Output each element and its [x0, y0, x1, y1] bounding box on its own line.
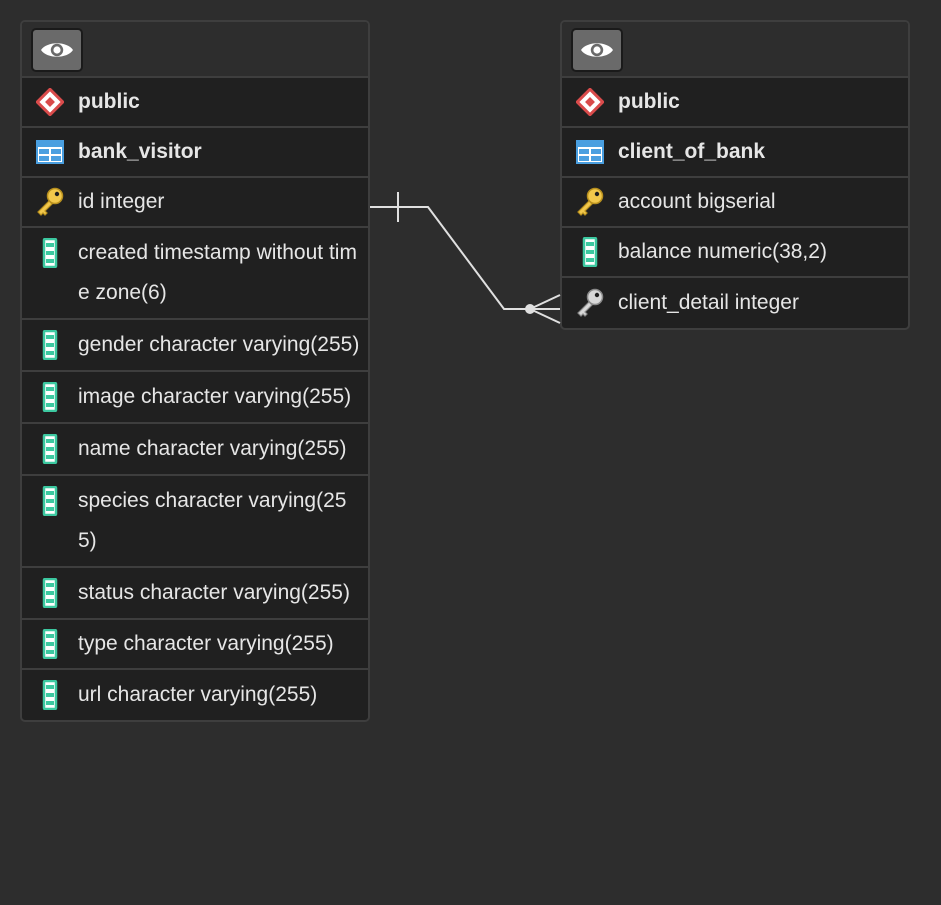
schema-name: public — [618, 90, 680, 113]
table-header-bar — [22, 22, 368, 78]
column-row[interactable]: gender character varying(255) — [22, 320, 368, 372]
column-name: name character varying(255) — [78, 437, 347, 460]
schema-name: public — [78, 90, 140, 113]
column-row[interactable]: type character varying(255) — [22, 620, 368, 670]
column-row[interactable]: created timestamp without time zone(6) — [22, 228, 368, 320]
column-row[interactable]: balance numeric(38,2) — [562, 228, 908, 278]
column-name: status character varying(255) — [78, 581, 350, 604]
table-bank-visitor[interactable]: public bank_visitor id integer — [20, 20, 370, 722]
column-icon — [22, 429, 78, 469]
column-row[interactable]: name character varying(255) — [22, 424, 368, 476]
schema-icon — [562, 77, 618, 127]
column-icon — [22, 377, 78, 417]
table-header-bar — [562, 22, 908, 78]
column-icon — [22, 233, 78, 273]
column-name: species character varying(255) — [78, 489, 347, 552]
column-icon — [22, 619, 78, 669]
relationship-line — [370, 206, 560, 310]
table-name: client_of_bank — [618, 140, 766, 163]
column-row[interactable]: id integer — [22, 178, 368, 228]
primary-key-icon — [562, 177, 618, 227]
column-name: created timestamp without time zone(6) — [78, 241, 357, 304]
column-name: image character varying(255) — [78, 385, 352, 408]
column-name: id integer — [78, 190, 165, 213]
column-row[interactable]: image character varying(255) — [22, 372, 368, 424]
column-icon — [22, 481, 78, 521]
eye-icon — [581, 43, 613, 57]
view-data-button[interactable] — [571, 28, 623, 72]
column-icon — [22, 573, 78, 613]
column-name: gender character varying(255) — [78, 333, 360, 356]
column-row[interactable]: account bigserial — [562, 178, 908, 228]
schema-icon — [22, 77, 78, 127]
schema-row[interactable]: public — [22, 78, 368, 128]
column-row[interactable]: client_detail integer — [562, 278, 908, 328]
table-client-of-bank[interactable]: public client_of_bank account bigserial — [560, 20, 910, 330]
schema-row[interactable]: public — [562, 78, 908, 128]
zero-cardinality-marker — [525, 304, 535, 314]
eye-icon — [41, 43, 73, 57]
many-cardinality-marker — [529, 294, 561, 310]
column-icon — [22, 325, 78, 365]
foreign-key-icon — [562, 278, 618, 328]
primary-key-icon — [22, 177, 78, 227]
table-icon — [22, 127, 78, 177]
view-data-button[interactable] — [31, 28, 83, 72]
column-name: url character varying(255) — [78, 683, 318, 706]
table-name-row[interactable]: client_of_bank — [562, 128, 908, 178]
column-row[interactable]: status character varying(255) — [22, 568, 368, 620]
column-icon — [22, 670, 78, 720]
column-row[interactable]: species character varying(255) — [22, 476, 368, 568]
many-cardinality-marker — [529, 308, 561, 324]
table-name: bank_visitor — [78, 140, 202, 163]
column-name: account bigserial — [618, 190, 776, 213]
column-name: client_detail integer — [618, 291, 799, 314]
column-name: balance numeric(38,2) — [618, 240, 827, 263]
column-icon — [562, 227, 618, 277]
table-name-row[interactable]: bank_visitor — [22, 128, 368, 178]
column-row[interactable]: url character varying(255) — [22, 670, 368, 720]
table-icon — [562, 127, 618, 177]
column-name: type character varying(255) — [78, 632, 334, 655]
